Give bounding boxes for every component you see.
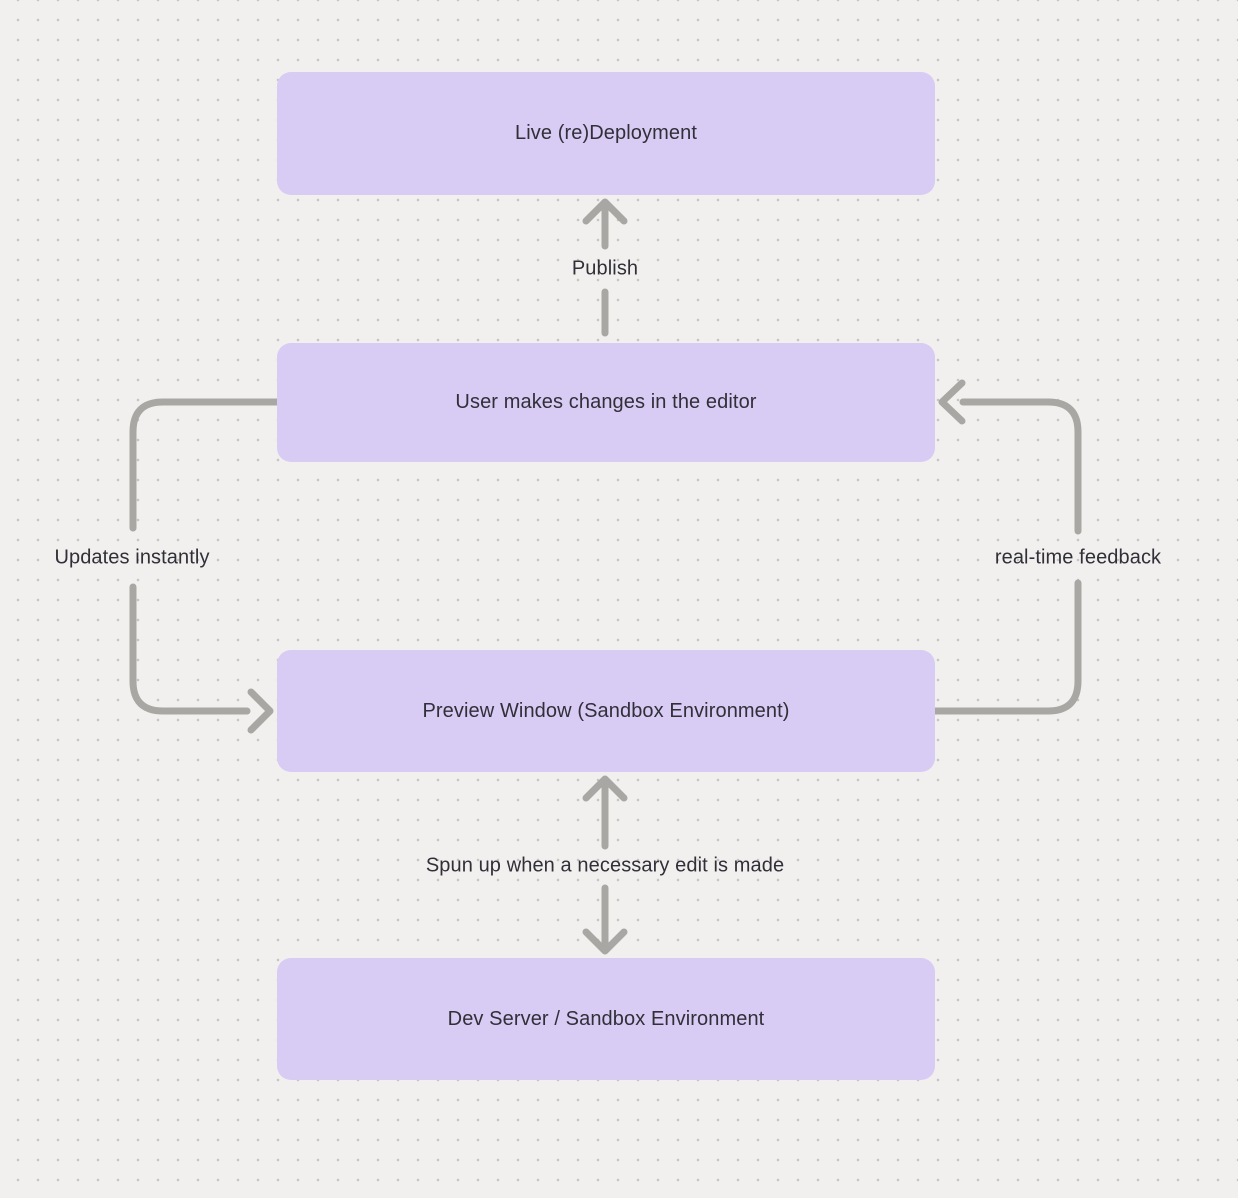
edge-feedback-arrowhead-icon — [938, 379, 966, 425]
edge-spunup-arrowhead-down-icon — [582, 928, 628, 955]
node-preview-window-label: Preview Window (Sandbox Environment) — [422, 699, 790, 722]
edge-publish-arrowhead-icon — [582, 198, 628, 225]
node-editor: User makes changes in the editor — [277, 343, 935, 462]
node-dev-server: Dev Server / Sandbox Environment — [277, 958, 935, 1080]
node-preview-window: Preview Window (Sandbox Environment) — [277, 650, 935, 772]
node-live-deployment: Live (re)Deployment — [277, 72, 935, 195]
edge-label-updates-instantly: Updates instantly — [54, 546, 210, 569]
edge-updates-line-upper — [129, 398, 281, 532]
edge-feedback-line-upper — [959, 398, 1082, 535]
edge-label-publish: Publish — [571, 257, 639, 280]
edge-feedback-line-lower — [931, 579, 1082, 715]
edge-updates-arrowhead-icon — [247, 688, 274, 734]
edge-updates-line-lower — [129, 583, 251, 715]
edge-label-real-time-feedback: real-time feedback — [994, 546, 1162, 569]
node-editor-label: User makes changes in the editor — [455, 391, 757, 413]
edge-spunup-arrowhead-up-icon — [582, 775, 628, 802]
node-live-deployment-label: Live (re)Deployment — [515, 122, 697, 144]
edge-label-spun-up: Spun up when a necessary edit is made — [425, 854, 785, 877]
node-dev-server-label: Dev Server / Sandbox Environment — [447, 1007, 765, 1030]
